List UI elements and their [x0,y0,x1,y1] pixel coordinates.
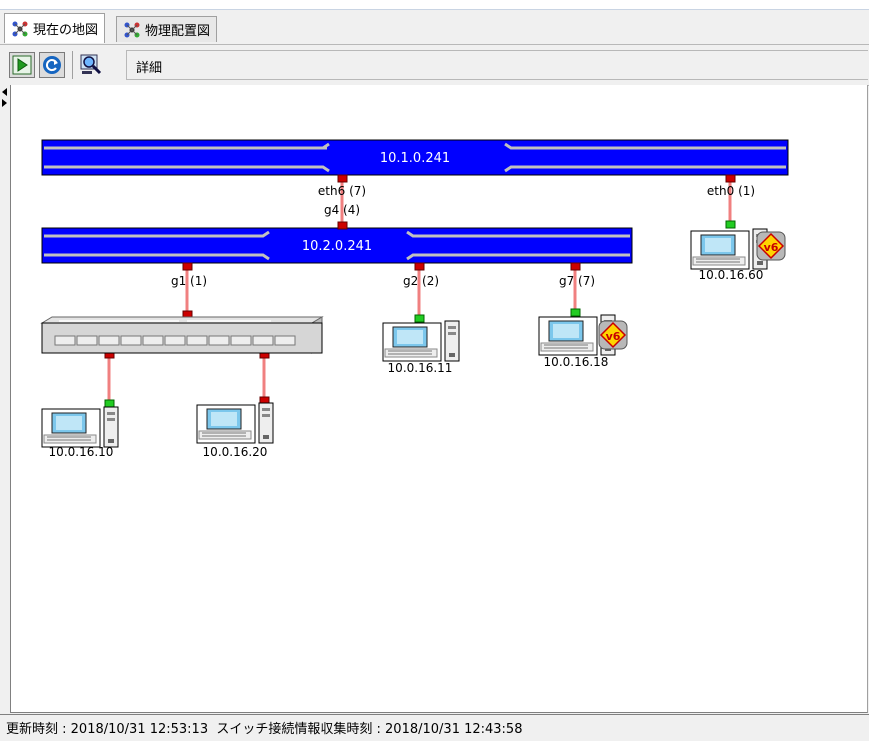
host-10-0-16-11[interactable]: 10.0.16.11 [382,320,460,375]
refresh-button[interactable] [39,52,65,78]
network-map-canvas[interactable]: 10.1.0.241 10.2.0.241 [11,85,868,713]
port-label: g1 (1) [171,274,207,288]
host-label: 10.0.16.11 [388,361,453,375]
network-map-icon [12,21,28,36]
detail-panel [126,50,868,80]
tab-label: 現在の地図 [33,23,99,38]
update-time-value: 2018/10/31 12:53:13 [70,722,209,737]
window-top-strip [0,0,869,10]
svg-text:v6: v6 [764,241,779,254]
host-label: 10.0.16.10 [49,445,114,459]
router-10-2-0-241[interactable]: 10.2.0.241 [41,227,633,264]
port-label: g4 (4) [324,203,360,217]
host-label: 10.0.16.20 [203,445,268,459]
play-button[interactable] [9,52,35,78]
host-label: 10.0.16.60 [699,268,764,282]
tab-physical-layout[interactable]: 物理配置図 [116,16,218,42]
toolbar: 詳細 [0,44,869,86]
search-zoom-icon [80,54,102,75]
switch-collect-label: スイッチ接続情報収集時刻 : [216,722,386,737]
ipv6-badge-icon: v6 [756,231,786,261]
play-icon [12,55,32,75]
update-time-label: 更新時刻 : [6,722,71,737]
port-label: eth0 (1) [707,184,755,198]
collapse-left-arrow-icon[interactable] [2,88,7,96]
refresh-icon [43,56,61,74]
router-label: 10.1.0.241 [380,151,450,166]
port-labels: eth6 (7) g4 (4) eth0 (1) g1 (1) g2 (2) g… [171,184,755,288]
ports [104,174,736,408]
host-10-0-16-18[interactable]: v6 10.0.16.18 [538,314,628,369]
expand-right-arrow-icon[interactable] [2,99,7,107]
tab-label: 物理配置図 [145,24,211,39]
port-label: g7 (7) [559,274,595,288]
host-10-0-16-10[interactable]: 10.0.16.10 [41,406,119,459]
host-10-0-16-60[interactable]: v6 10.0.16.60 [690,228,786,282]
network-map: 10.1.0.241 10.2.0.241 [40,139,789,459]
status-bar: 更新時刻 : 2018/10/31 12:53:13 スイッチ接続情報収集時刻 … [0,714,869,741]
port-label: g2 (2) [403,274,439,288]
detail-label: 詳細 [136,61,163,76]
links [107,177,732,403]
host-label: 10.0.16.18 [544,355,609,369]
host-10-0-16-20[interactable]: 10.0.16.20 [196,402,274,459]
search-zoom-button[interactable] [78,52,104,78]
port-label: eth6 (7) [318,184,366,198]
network-switch[interactable] [40,316,324,354]
switch-collect-value: 2018/10/31 12:43:58 [385,722,523,737]
tab-bar: 現在の地図 物理配置図 [0,10,869,44]
ipv6-badge-icon: v6 [598,320,628,350]
router-10-1-0-241[interactable]: 10.1.0.241 [41,139,789,176]
splitter-gutter[interactable] [0,85,11,713]
tab-current-map[interactable]: 現在の地図 [4,13,106,43]
toolbar-separator [72,51,73,79]
network-map-icon [124,22,140,37]
router-label: 10.2.0.241 [302,239,372,254]
svg-text:v6: v6 [606,330,621,343]
